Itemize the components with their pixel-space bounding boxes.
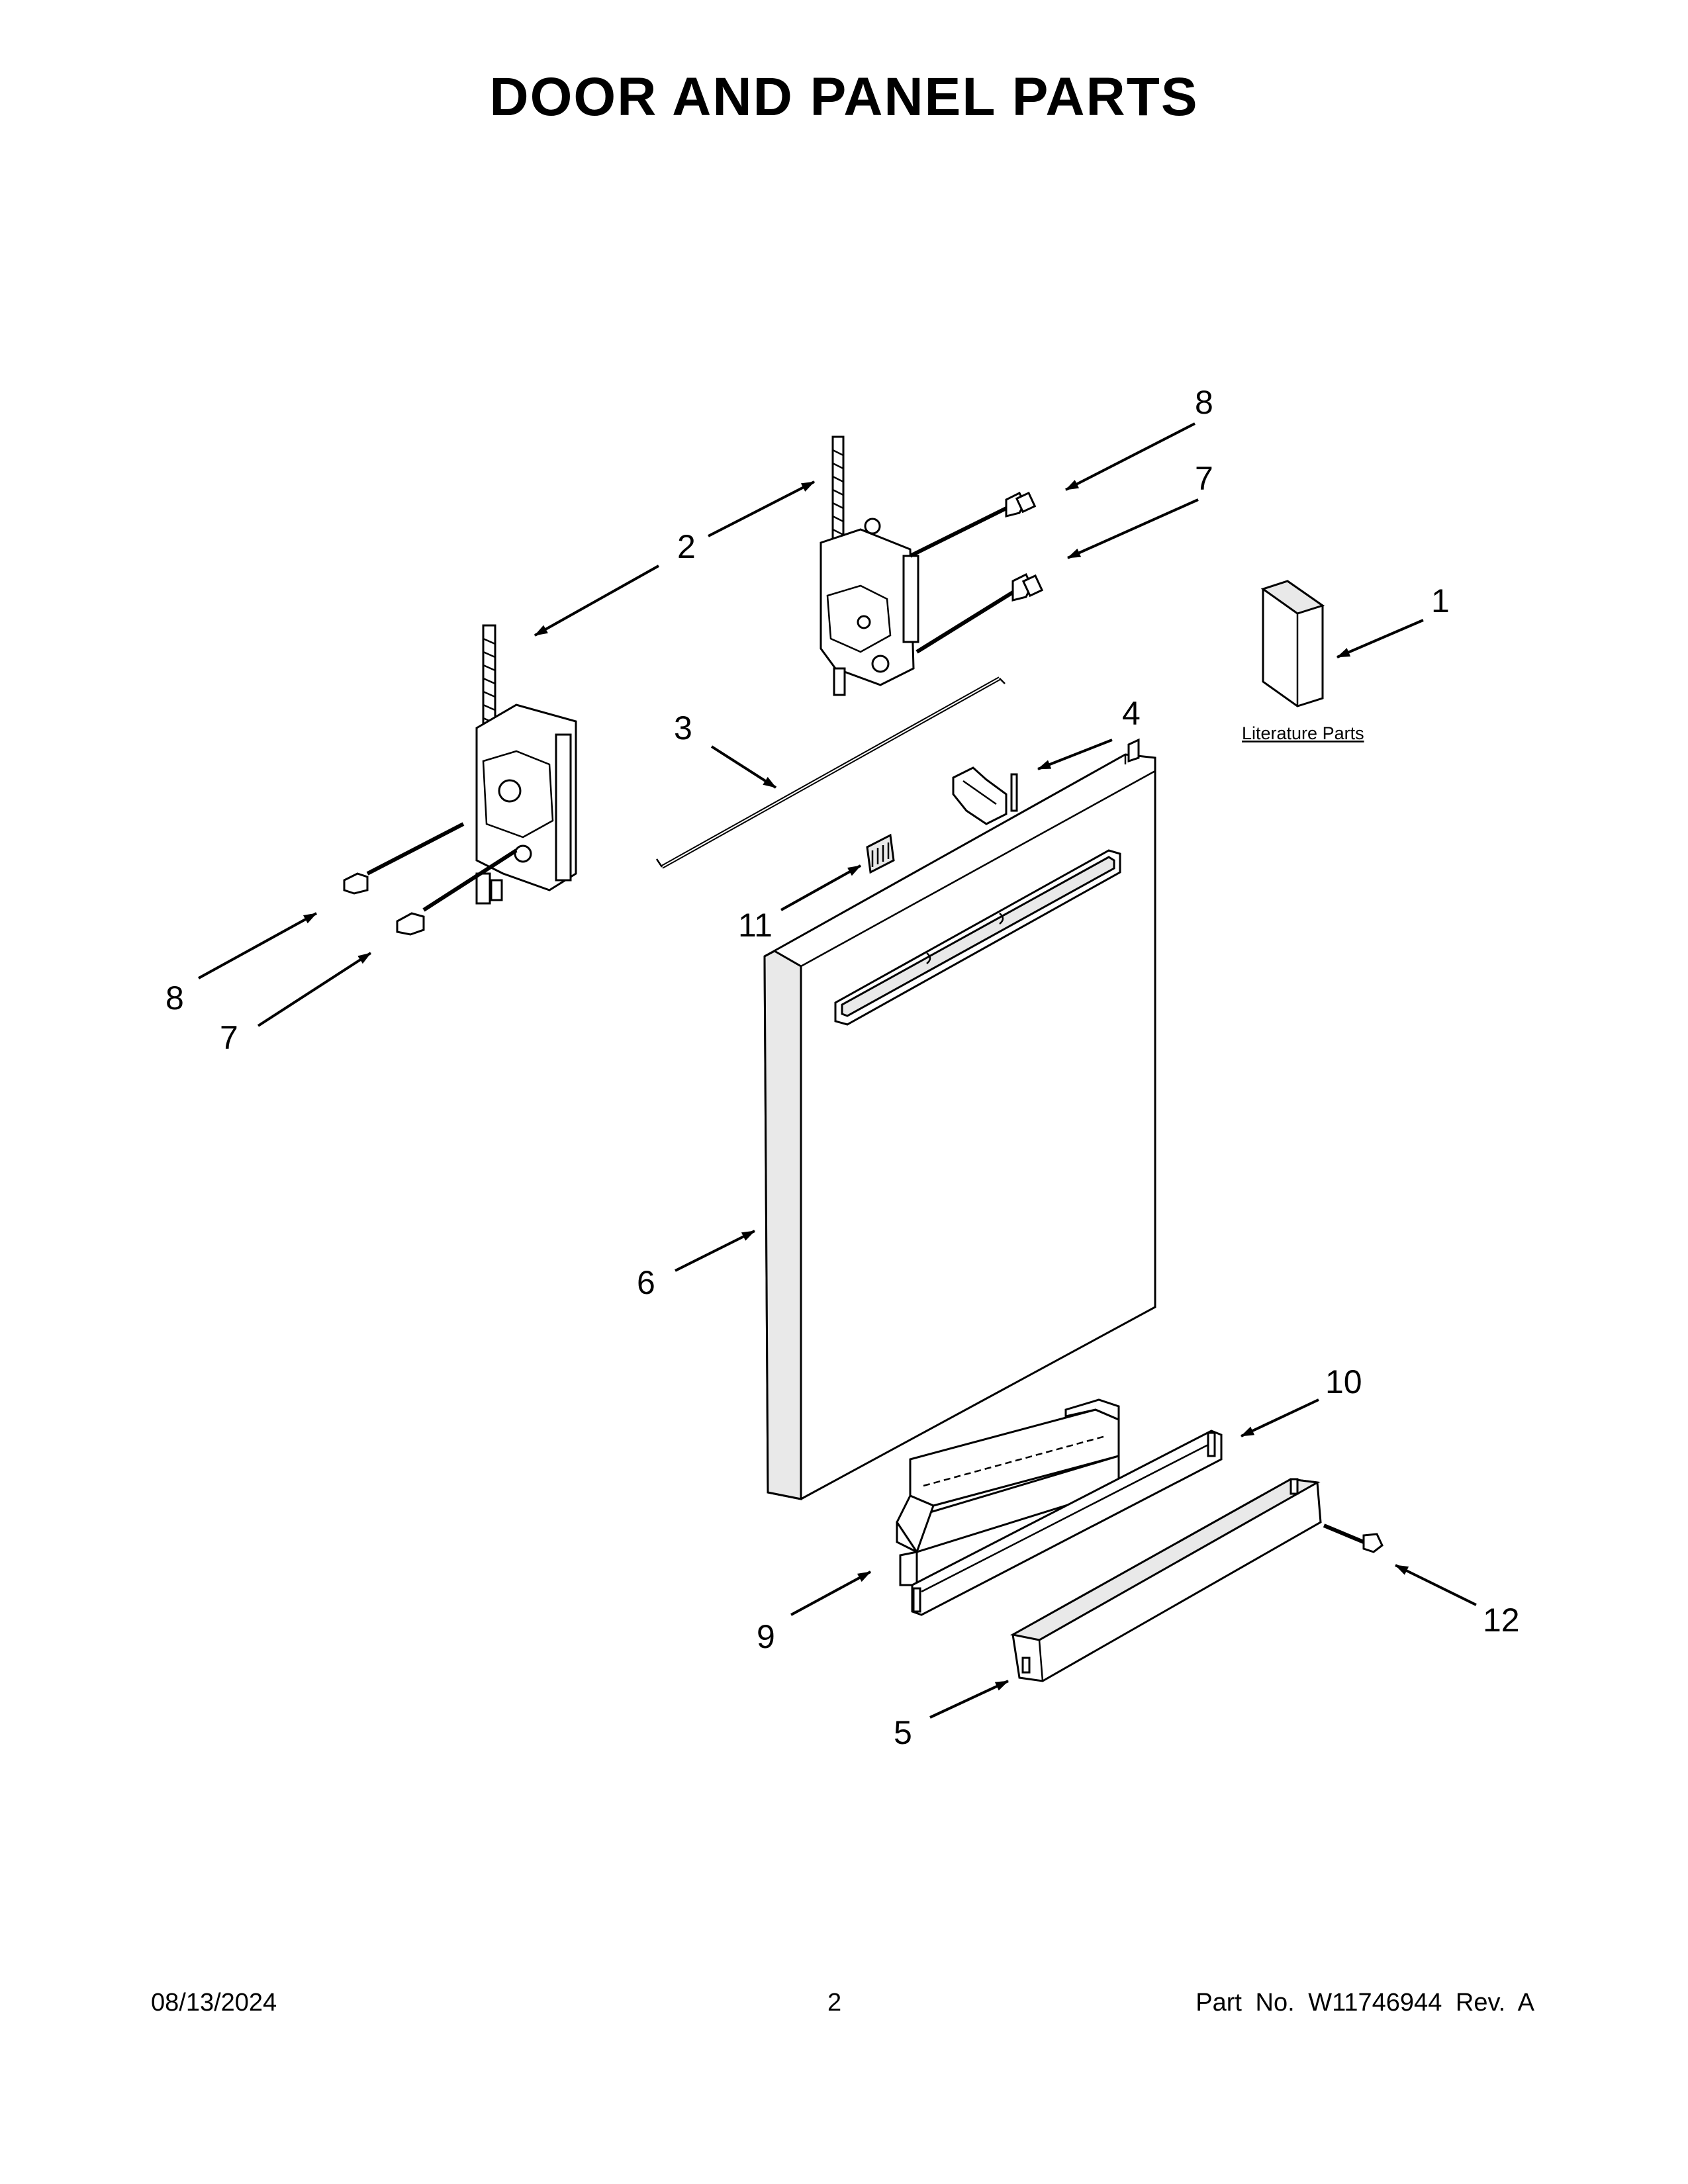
leader-3 xyxy=(710,745,777,789)
leader-10 xyxy=(1241,1398,1319,1437)
door-vent xyxy=(866,833,895,874)
callout-7-top: 7 xyxy=(1195,460,1213,497)
callout-3: 3 xyxy=(674,709,692,747)
leader-12 xyxy=(1395,1564,1477,1606)
callout-7-left: 7 xyxy=(220,1019,238,1056)
leader-2-top xyxy=(708,480,815,537)
callout-11: 11 xyxy=(738,907,773,944)
callout-6: 6 xyxy=(637,1264,655,1301)
leader-2-left xyxy=(534,565,659,637)
callout-numbers: 1 2 3 4 5 6 7 7 8 8 9 10 11 12 xyxy=(165,384,1520,1751)
toe-kick xyxy=(1009,1478,1322,1682)
leader-8-left xyxy=(198,912,317,979)
callout-4: 4 xyxy=(1122,695,1141,732)
hinge-screw-left-7 xyxy=(396,848,518,936)
leader-11 xyxy=(780,864,861,911)
callout-8-top: 8 xyxy=(1195,384,1213,421)
hinge-screw-left-8 xyxy=(343,822,465,895)
hinge-left xyxy=(475,624,577,905)
literature-parts-label: Literature Parts xyxy=(1242,723,1364,743)
callout-9: 9 xyxy=(757,1618,775,1655)
callout-12: 12 xyxy=(1483,1602,1520,1639)
leader-4 xyxy=(1037,739,1113,770)
door-latch xyxy=(952,766,1018,825)
toe-insulation xyxy=(896,1398,1120,1586)
callout-10: 10 xyxy=(1325,1363,1362,1400)
toe-panel-bracket xyxy=(911,1430,1223,1616)
callout-1: 1 xyxy=(1431,582,1450,619)
page-title: DOOR AND PANEL PARTS xyxy=(489,67,1199,127)
hinge-screw-top-8 xyxy=(909,491,1037,558)
screw-toe-kick xyxy=(1323,1524,1383,1553)
callout-2: 2 xyxy=(677,528,696,565)
leader-8-top xyxy=(1065,422,1196,491)
outer-door-panel xyxy=(763,738,1156,1500)
leader-7-left xyxy=(257,952,372,1027)
leader-1 xyxy=(1336,619,1424,659)
leader-arrows xyxy=(198,422,1477,1719)
literature-booklet xyxy=(1260,580,1325,707)
leader-9 xyxy=(790,1570,871,1616)
leader-6 xyxy=(675,1230,755,1272)
callout-5: 5 xyxy=(894,1714,912,1751)
door-rod xyxy=(655,676,1006,869)
callout-8-left: 8 xyxy=(165,979,184,1017)
leader-5 xyxy=(929,1680,1009,1719)
hinge-right xyxy=(820,435,919,696)
hinge-screw-top-7 xyxy=(915,572,1044,654)
leader-7-top xyxy=(1067,498,1199,559)
footer-part-number: Part No. W11746944 Rev. A xyxy=(1196,1989,1534,2017)
footer-page-number: 2 xyxy=(827,1989,842,2017)
footer-date: 08/13/2024 xyxy=(151,1989,277,2017)
